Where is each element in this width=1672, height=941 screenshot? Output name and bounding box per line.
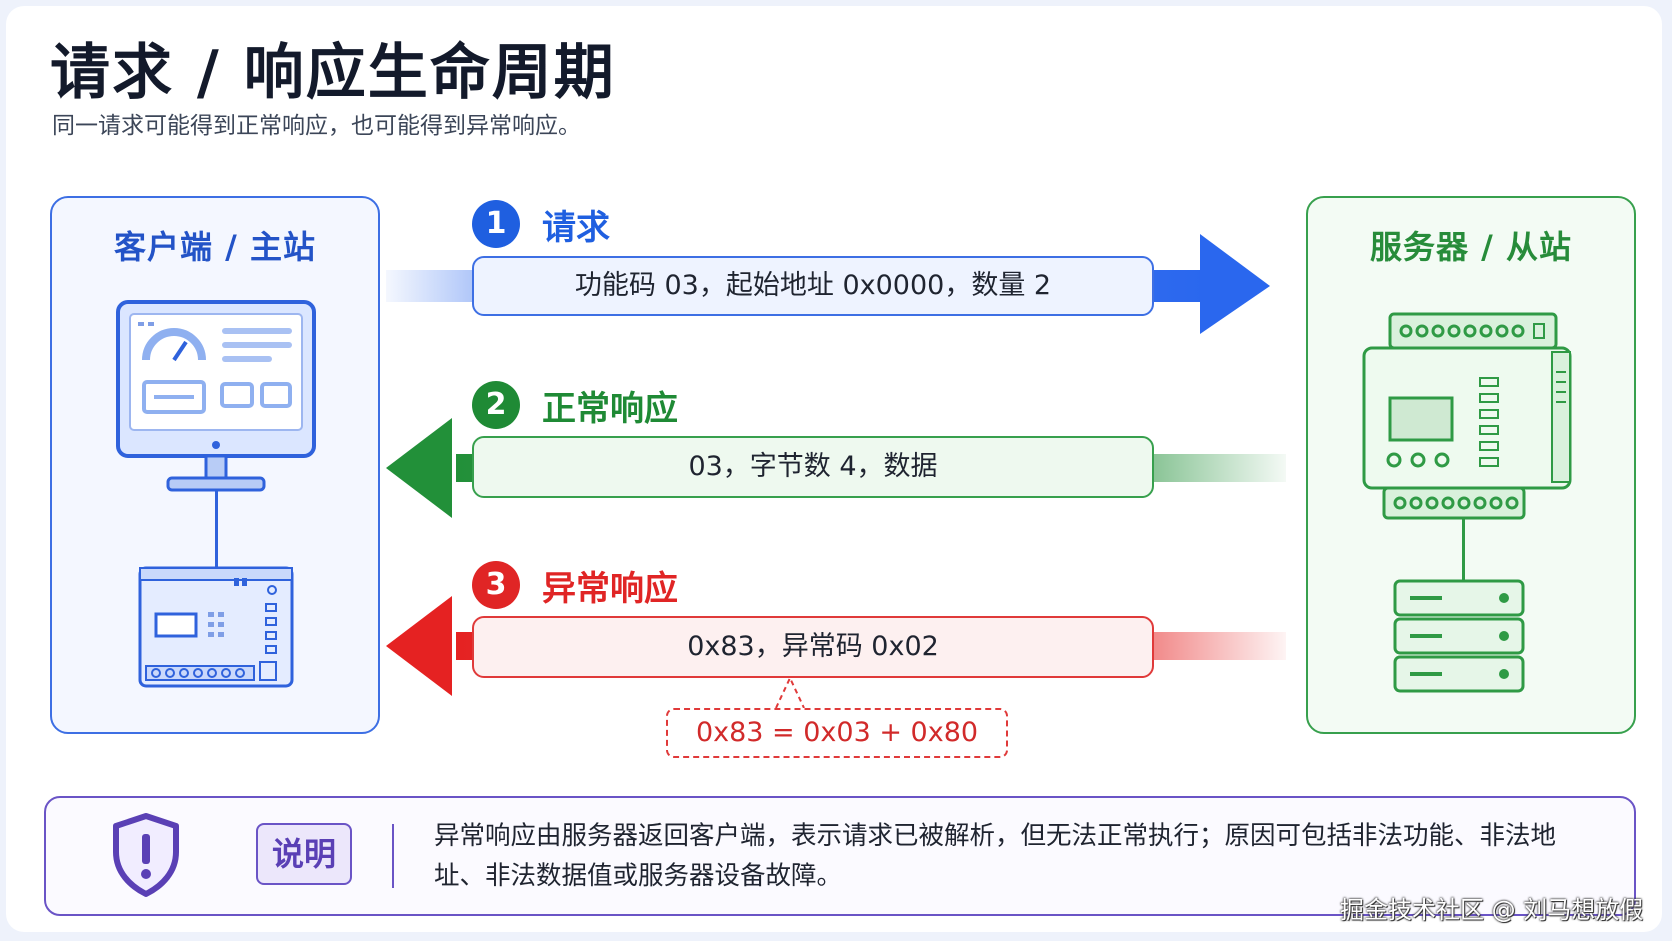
step-3-label: 异常响应 (542, 569, 678, 609)
server-rack-icon (1393, 579, 1525, 693)
client-title: 客户端 / 主站 (114, 228, 316, 266)
step-3-badge: 3 (472, 561, 520, 609)
plc-controller-icon (138, 566, 294, 688)
client-link-line (215, 490, 218, 570)
monitor-dashboard-icon (116, 300, 316, 492)
request-message: 功能码 03，起始地址 0x0000，数量 2 (472, 256, 1154, 316)
step-1-label: 请求 (542, 208, 610, 248)
formula-connector (775, 675, 805, 709)
shield-exclamation-icon (113, 813, 179, 897)
step-2-label: 正常响应 (542, 389, 678, 429)
step-2-badge: 2 (472, 381, 520, 429)
page: 请求 / 响应生命周期 同一请求可能得到正常响应，也可能得到异常响应。 客户端 … (6, 6, 1662, 932)
server-link-line (1462, 518, 1465, 580)
normal-response-message: 03，字节数 4，数据 (472, 436, 1154, 498)
client-panel: 客户端 / 主站 (50, 196, 380, 734)
note-divider (392, 824, 394, 888)
note-text: 异常响应由服务器返回客户端，表示请求已被解析，但无法正常执行；原因可包括非法功能… (434, 821, 1557, 891)
server-title: 服务器 / 从站 (1370, 228, 1572, 266)
exception-response-message: 0x83，异常码 0x02 (472, 616, 1154, 678)
step-1-badge: 1 (472, 200, 520, 248)
exception-code-formula: 0x83 = 0x03 + 0x80 (666, 708, 1008, 758)
page-subtitle: 同一请求可能得到正常响应，也可能得到异常响应。 (52, 113, 581, 139)
note-tag: 说明 (256, 823, 352, 885)
note-box: 说明 异常响应由服务器返回客户端，表示请求已被解析，但无法正常执行；原因可包括非… (44, 796, 1636, 916)
server-panel: 服务器 / 从站 (1306, 196, 1636, 734)
din-rail-meter-icon (1362, 312, 1572, 520)
page-title: 请求 / 响应生命周期 (50, 38, 616, 108)
watermark: 掘金技术社区 @ 刘马想放假 (1340, 896, 1644, 924)
